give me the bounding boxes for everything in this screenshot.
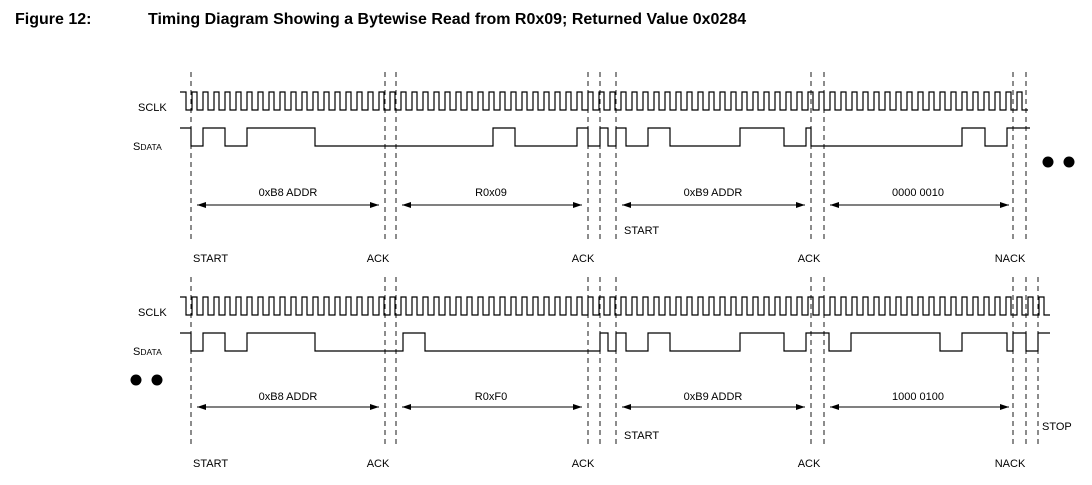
field-label: 0xB8 ADDR: [259, 391, 318, 403]
field-label: 0xB8 ADDR: [259, 187, 318, 199]
field-label: 0xB9 ADDR: [684, 187, 743, 199]
sdata-waveform-row1: [180, 127, 1030, 147]
stop-label: STOP: [1042, 421, 1072, 433]
field-label: 0xB9 ADDR: [684, 391, 743, 403]
sdata-label-row2: SDATA: [133, 346, 162, 358]
arrow-right-icon: [796, 404, 805, 410]
arrow-right-icon: [573, 404, 582, 410]
continuation-dot: [130, 374, 142, 386]
arrow-left-icon: [622, 404, 631, 410]
continuation-dot: [151, 374, 163, 386]
nack-label: NACK: [995, 253, 1026, 265]
sdata-label-row1: SDATA: [133, 141, 162, 153]
figure-number: Figure 12:: [15, 11, 91, 28]
sdata-rest-row1: DATA: [140, 142, 162, 152]
continuation-dot: [1042, 156, 1054, 168]
arrow-right-icon: [573, 202, 582, 208]
ack-label: ACK: [572, 458, 595, 470]
arrow-right-icon: [1000, 404, 1009, 410]
arrow-left-icon: [197, 202, 206, 208]
arrow-left-icon: [622, 202, 631, 208]
ack-label: ACK: [572, 253, 595, 265]
arrow-right-icon: [370, 202, 379, 208]
sdata-initial-row2: S: [133, 346, 140, 358]
start-label: START: [193, 458, 228, 470]
arrow-left-icon: [402, 404, 411, 410]
nack-label: NACK: [995, 458, 1026, 470]
arrow-left-icon: [830, 404, 839, 410]
field-label: R0xF0: [475, 391, 507, 403]
sclk-waveform-row2: [180, 296, 1050, 316]
field-arrows-row1: [197, 202, 1009, 208]
ack-label: ACK: [798, 253, 821, 265]
ack-label: ACK: [367, 253, 390, 265]
sdata-waveform-row2: [180, 332, 1050, 352]
marker-lines-row2: [190, 277, 1039, 445]
arrow-right-icon: [1000, 202, 1009, 208]
sclk-label-row1: SCLK: [138, 102, 167, 114]
start-label: START: [193, 253, 228, 265]
ack-label: ACK: [798, 458, 821, 470]
timing-row-2: SCLK SDATA: [130, 277, 1072, 470]
sdata-rest-row2: DATA: [140, 347, 162, 357]
field-arrows-row2: [197, 404, 1009, 410]
arrow-right-icon: [370, 404, 379, 410]
arrow-left-icon: [197, 404, 206, 410]
continuation-dot: [1063, 156, 1075, 168]
arrow-left-icon: [402, 202, 411, 208]
start-label: START: [624, 225, 659, 237]
field-label: 1000 0100: [892, 391, 944, 403]
sdata-initial-row1: S: [133, 141, 140, 153]
sclk-waveform-row1: [180, 91, 1028, 111]
arrow-right-icon: [796, 202, 805, 208]
start-label: START: [624, 430, 659, 442]
field-label: R0x09: [475, 187, 507, 199]
field-label: 0000 0010: [892, 187, 944, 199]
ack-label: ACK: [367, 458, 390, 470]
arrow-left-icon: [830, 202, 839, 208]
figure-title: Timing Diagram Showing a Bytewise Read f…: [148, 11, 746, 28]
sclk-label-row2: SCLK: [138, 307, 167, 319]
timing-row-1: SCLK SDATA: [133, 72, 1075, 265]
